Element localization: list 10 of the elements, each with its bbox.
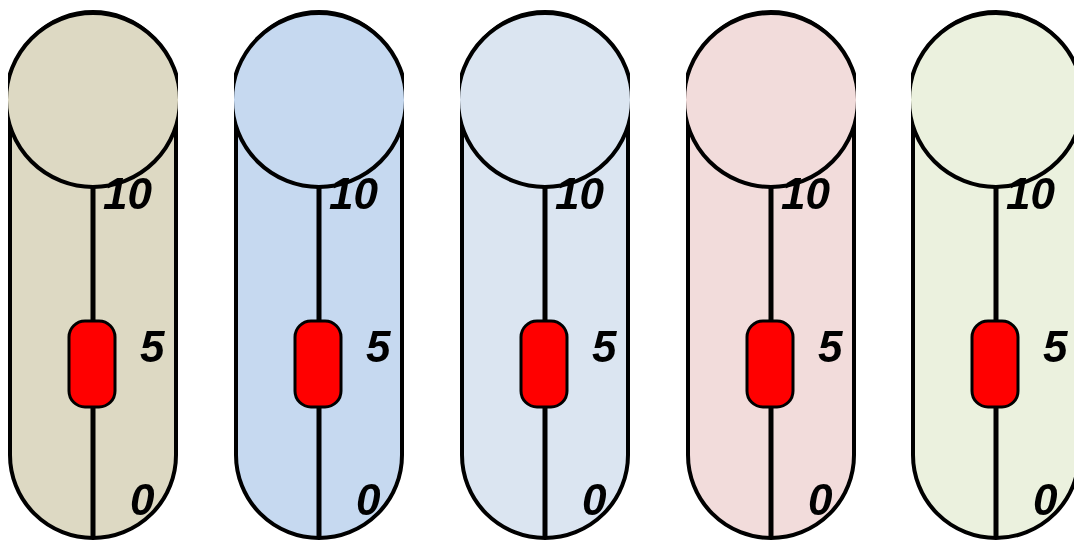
scale-label: 5 — [592, 325, 617, 369]
scale-label: 0 — [808, 478, 833, 522]
scale-label: 5 — [818, 325, 843, 369]
scale-label: 5 — [1043, 325, 1068, 369]
scale-label: 0 — [1033, 478, 1058, 522]
scale-label: 0 — [130, 478, 155, 522]
scale-label: 5 — [140, 325, 165, 369]
scale-label: 0 — [356, 478, 381, 522]
scale-label: 0 — [582, 478, 607, 522]
scale-label: 5 — [366, 325, 391, 369]
